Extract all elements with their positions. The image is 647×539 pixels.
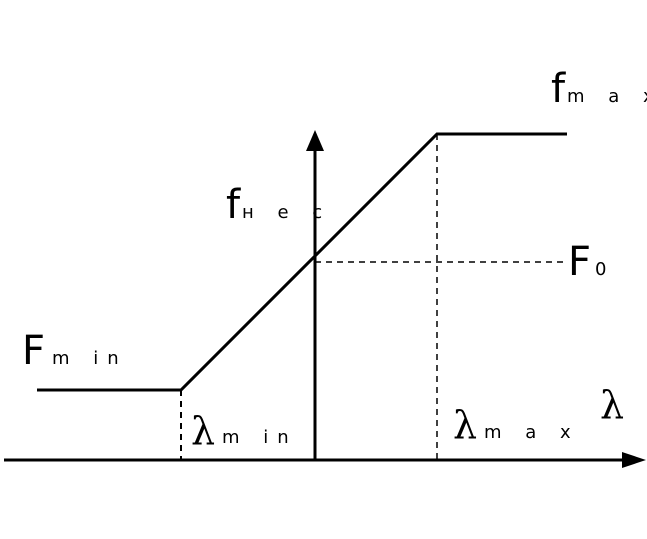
fmax-label-sub: m a x — [567, 86, 647, 107]
fmax-label-main: f — [551, 66, 566, 112]
lambda-axis-arrow-icon — [622, 452, 646, 468]
lambda-max-label-sub: m a x — [484, 422, 580, 443]
fnec-label-sub: н е с — [242, 202, 331, 223]
f0-label-main: F — [568, 239, 591, 285]
lambda-axis-label: λ — [600, 383, 624, 427]
fmax-label: f m a x — [551, 66, 647, 112]
lambda-max-label: λ m a x — [453, 403, 580, 447]
lambda-min-label-main: λ — [191, 409, 215, 453]
fnec-label-main: f — [226, 182, 241, 228]
fmin-label-sub: m in — [52, 348, 128, 369]
lambda-min-label: λ m in — [191, 409, 298, 453]
characteristic-curve — [37, 132, 567, 392]
lambda-max-label-main: λ — [453, 403, 477, 447]
fnec-label: f н е с — [226, 182, 331, 228]
fmin-label-main: F — [22, 328, 45, 374]
f0-label: F 0 — [568, 239, 615, 285]
fmin-label: F m in — [22, 328, 128, 374]
lambda-min-label-sub: m in — [222, 427, 298, 448]
f0-label-sub: 0 — [595, 259, 615, 280]
f-axis-arrow-icon — [306, 130, 324, 151]
